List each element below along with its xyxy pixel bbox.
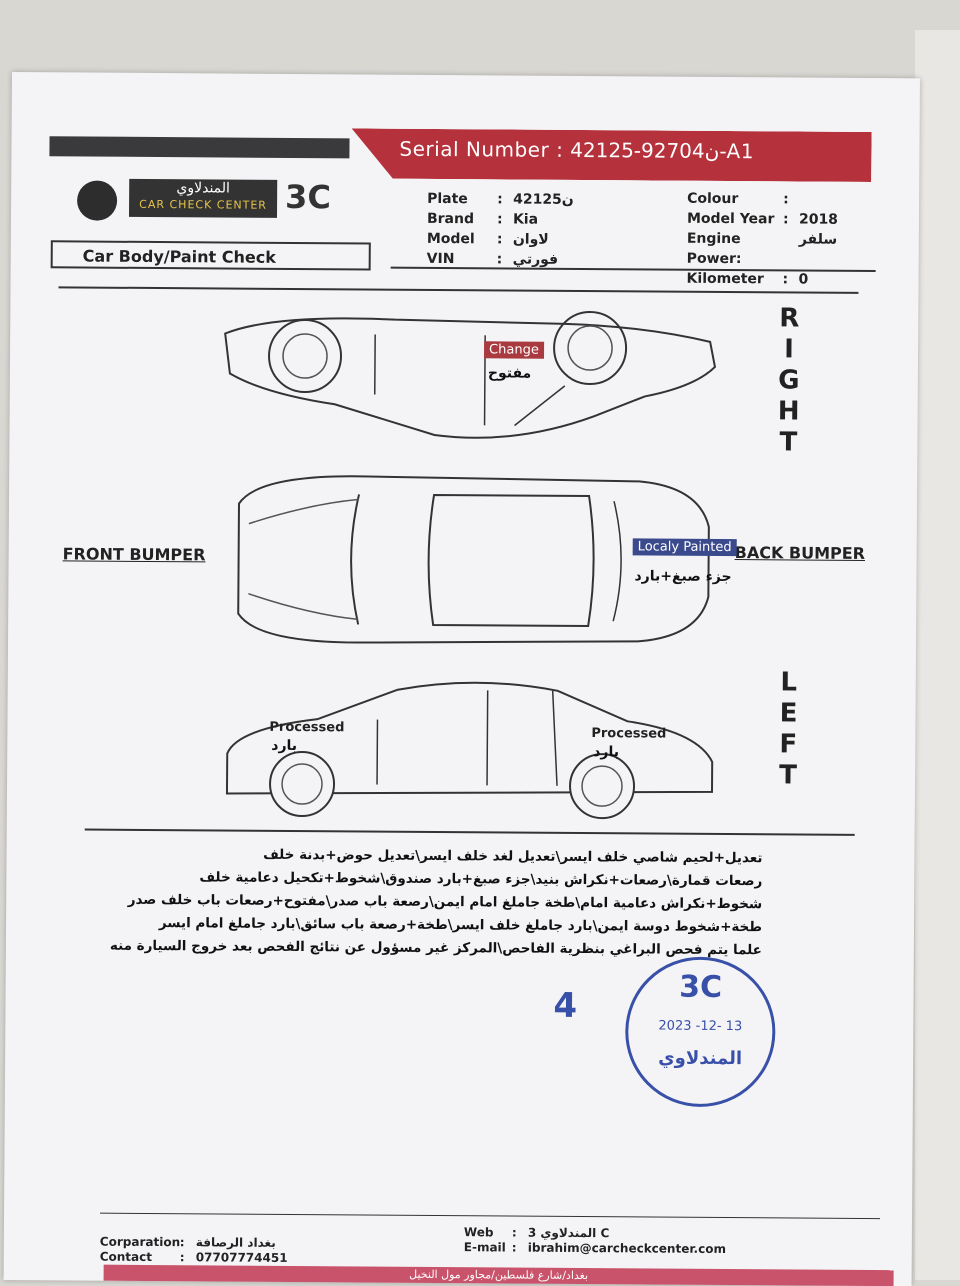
info-row: Engine Power:سلفر: [686, 230, 838, 268]
center-stamp: 3C 2023 -12- 13 المندلاوي: [624, 956, 776, 1108]
footer-corporation: Corparation:بغداد الرصافة Contact:077077…: [99, 1234, 288, 1265]
inspection-number: 4: [553, 985, 578, 1026]
footer-address: بغداد/شارع فلسطين/مجاور مول النخيل: [103, 1264, 894, 1286]
serial-value: ن92704-42125-A1: [570, 137, 755, 164]
logo-car-icon: [76, 180, 118, 221]
diagram-divider: [84, 828, 855, 836]
info-row: Model Year:2018: [686, 210, 839, 228]
stamp-name: المندلاوي: [658, 1047, 743, 1070]
processed-rear-note: بارد: [593, 744, 620, 761]
stamp-logo: 3C: [679, 969, 723, 1005]
serial-label: Serial Number :: [399, 136, 564, 162]
change-note: مفتوح: [487, 365, 532, 382]
back-bumper-label: BACK BUMPER: [734, 543, 866, 563]
change-tag: Change: [484, 341, 544, 359]
locally-painted-tag: Localy Painted: [632, 538, 737, 557]
inspection-notes: تعديل+لحيم شاصي خلف ايسر\تعديل لغد خلف ا…: [102, 843, 763, 963]
car-top-view-diagram: [237, 475, 710, 644]
footer-divider: [100, 1212, 881, 1220]
processed-rear-label: Processed: [591, 726, 667, 742]
info-row: Model:لاوان: [426, 230, 549, 248]
serial-number: Serial Number : ن92704-42125-A1: [399, 137, 754, 163]
logo-3c: 3C: [285, 177, 332, 217]
background-right: [915, 30, 960, 1280]
note-line: علما يتم فحص البراغي بنظرية الفاحص\المرك…: [109, 937, 762, 959]
stamp-date: 2023 -12- 13: [658, 1018, 743, 1035]
logo: المندلاوي CAR CHECK CENTER: [128, 178, 278, 218]
footer-web: Web:3 المندلاوي C E-mail:ibrahim@carchec…: [463, 1225, 727, 1257]
processed-front-label: Processed: [269, 719, 345, 736]
info-row: Kilometer:0: [686, 270, 809, 288]
processed-front-note: بارد: [271, 737, 298, 755]
logo-arabic: المندلاوي: [176, 180, 231, 197]
car-left-side-diagram: [225, 681, 714, 820]
logo-english: CAR CHECK CENTER: [139, 197, 268, 212]
locally-painted-note: جزء صبغ+بارد: [634, 568, 732, 586]
info-row: Brand:Kia: [426, 210, 539, 228]
front-bumper-label: FRONT BUMPER: [62, 544, 206, 565]
section-title: Car Body/Paint Check: [50, 240, 371, 271]
car-right-side-diagram: [224, 311, 717, 439]
info-row: Plate:ن42125: [427, 190, 574, 208]
info-row: Colour:: [687, 190, 789, 208]
vehicle-info-left: Plate:ن42125 Brand:Kia Model:لاوان VIN:ف…: [427, 189, 574, 270]
vehicle-info-right: Colour: Model Year:2018 Engine Power:سلف…: [687, 189, 839, 290]
header-dark-bar: [49, 136, 350, 159]
report-sheet: Serial Number : ن92704-42125-A1 المندلاو…: [3, 72, 920, 1286]
